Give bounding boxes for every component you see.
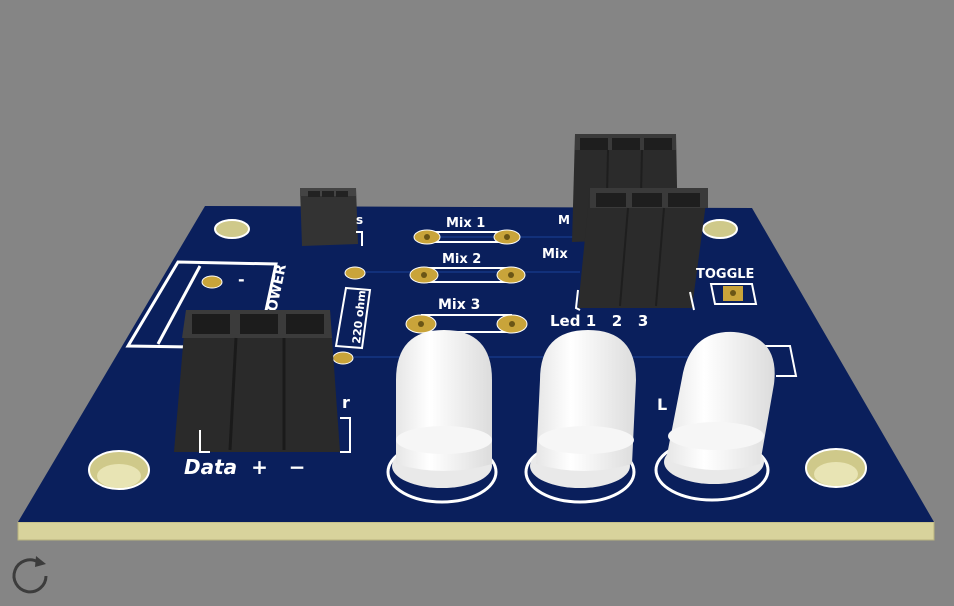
partial-label-s: s — [356, 213, 363, 227]
mix-header-label: Mix — [542, 247, 568, 262]
mix2-label: Mix 2 — [442, 252, 481, 267]
partial-label-led: L — [657, 395, 667, 414]
rotate-view-button[interactable] — [6, 552, 54, 600]
mix1-label: Mix 1 — [446, 216, 485, 231]
mix1-row[interactable]: Mix 1 — [413, 216, 521, 245]
led-1[interactable] — [386, 330, 498, 504]
resistor-pad-top — [344, 266, 366, 280]
toggle-pad[interactable] — [709, 283, 758, 305]
mix2-row[interactable]: Mix 2 — [409, 252, 526, 284]
board-edge — [17, 521, 935, 541]
mix3-label: Mix 3 — [438, 297, 480, 313]
resistor-value-label: 220 ohm — [350, 290, 369, 345]
partial-label-r: r — [342, 393, 350, 412]
toggle-label: TOGGLE — [696, 267, 754, 282]
resistor-body[interactable] — [334, 286, 372, 350]
power-minus-label: - — [238, 270, 245, 289]
rotate-icon — [12, 556, 48, 594]
led-3[interactable] — [654, 331, 775, 502]
small-header-top[interactable] — [300, 188, 363, 246]
data-header[interactable] — [174, 310, 351, 453]
mix-header-label-back: M — [558, 213, 570, 227]
led-header-label: Led 1 2 3 — [550, 312, 648, 330]
led-header[interactable] — [574, 188, 708, 311]
led-2[interactable] — [524, 330, 636, 504]
data-header-label: Data + − — [184, 455, 305, 479]
resistor-pad-bottom — [332, 351, 354, 365]
